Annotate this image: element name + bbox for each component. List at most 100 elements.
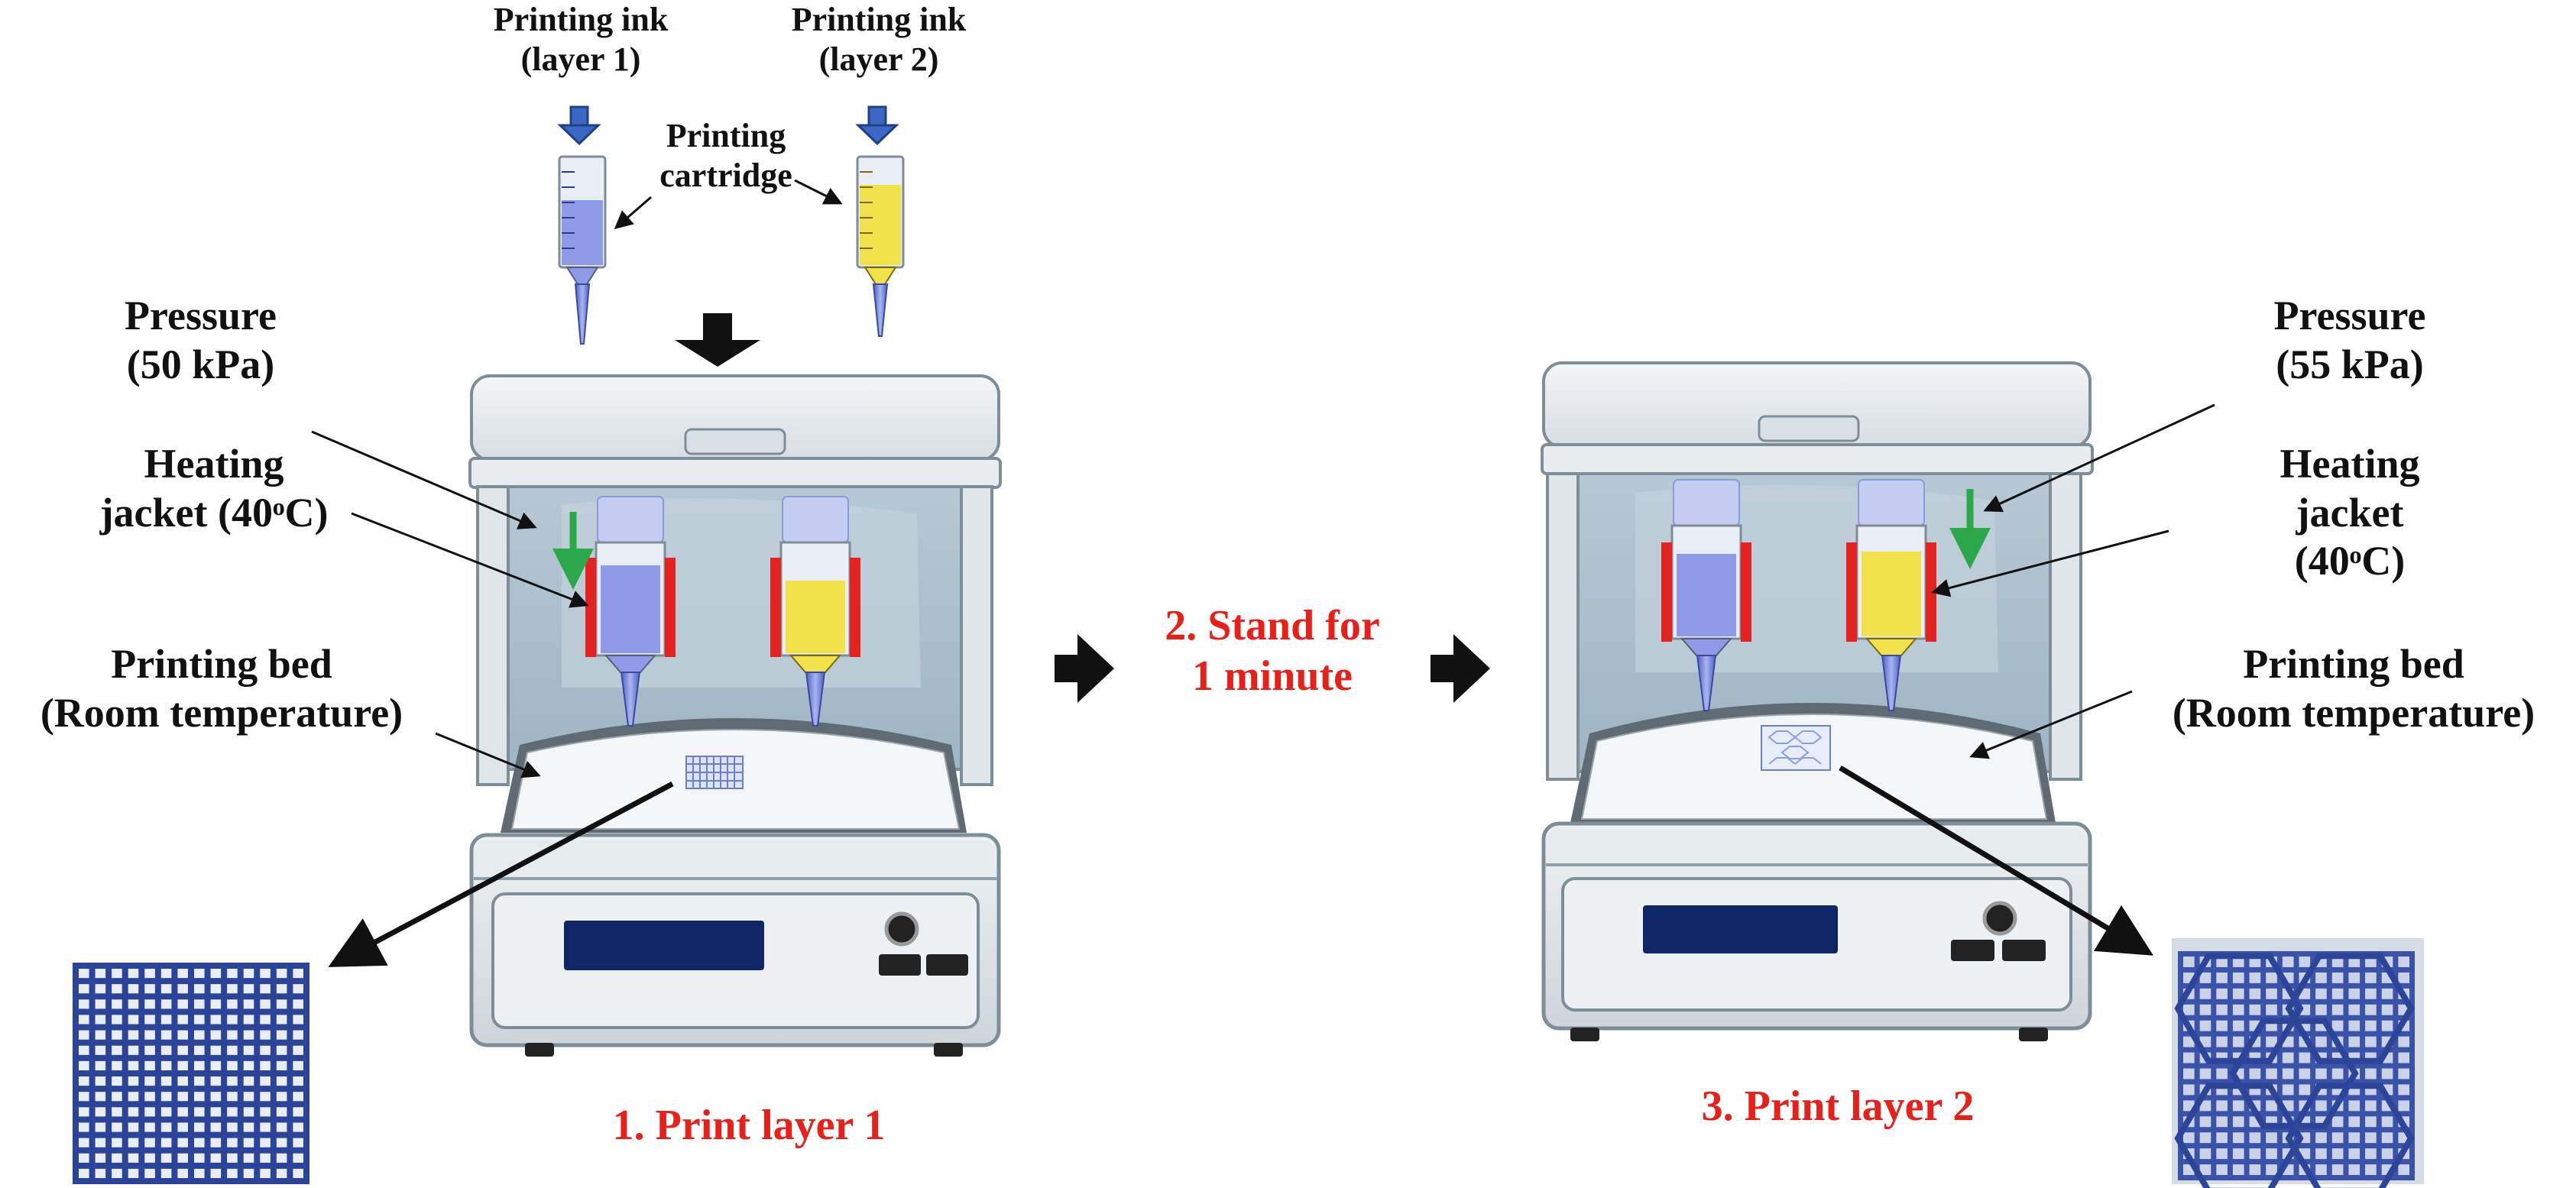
- grid-pore: [2232, 972, 2244, 983]
- grid-pore: [2315, 1036, 2327, 1047]
- grid-pore: [227, 999, 238, 1009]
- left-pressure-line2: (50 kPa): [126, 341, 275, 387]
- grid-pore: [2398, 1052, 2409, 1063]
- grid-pore: [160, 1107, 172, 1117]
- grid-pore: [2232, 1020, 2244, 1031]
- left-heating-pointer: [351, 512, 589, 608]
- grid-pore: [210, 1107, 222, 1117]
- grid-pore: [2315, 1068, 2327, 1080]
- grid-pore: [210, 1076, 222, 1086]
- grid-pore: [243, 1107, 254, 1117]
- grid-pore: [144, 999, 155, 1009]
- grid-pore: [2365, 988, 2377, 999]
- grid-pore: [112, 1092, 122, 1102]
- grid-pore: [2266, 988, 2277, 999]
- grid-pore: [293, 1122, 303, 1132]
- grid-pore: [293, 1060, 303, 1070]
- grid-pore: [2348, 1132, 2361, 1144]
- ink1-label-line1: Printing ink: [493, 1, 669, 38]
- grid-pore: [194, 1060, 205, 1070]
- grid-pore: [144, 969, 155, 979]
- grid-pore: [95, 969, 106, 979]
- grid-pore: [2183, 957, 2195, 967]
- grid-pore: [177, 1122, 188, 1132]
- hexagon-strut: [2285, 1083, 2415, 1188]
- grid-pore: [2315, 1148, 2327, 1160]
- grid-pore: [2348, 988, 2361, 999]
- grid-pore: [160, 1076, 172, 1086]
- grid-pore: [2315, 1132, 2327, 1144]
- grid-pore: [276, 969, 287, 979]
- grid-pore: [144, 1122, 155, 1132]
- grid-pore: [177, 969, 188, 979]
- grid-pore: [260, 969, 271, 979]
- grid-pore: [260, 1045, 271, 1055]
- grid-pore: [2266, 1036, 2277, 1047]
- grid-pore: [2348, 1164, 2361, 1175]
- grid-pore: [2232, 1004, 2244, 1015]
- printing-cartridge-layer2: [856, 155, 905, 337]
- grid-pore: [95, 1107, 106, 1117]
- right-zoom-arrow: [1839, 765, 2154, 956]
- grid-pore: [243, 1168, 254, 1178]
- grid-pore: [194, 1045, 205, 1055]
- grid-pore: [95, 1045, 106, 1055]
- grid-pore: [128, 1060, 139, 1070]
- grid-pore: [276, 1060, 287, 1070]
- step3-label: 3. Print layer 2: [1701, 1083, 1975, 1130]
- grid-pore: [160, 969, 172, 979]
- grid-pore: [276, 1138, 287, 1148]
- grid-pore: [227, 1076, 238, 1086]
- left-heating-line2: jacket (40ᵒC): [99, 489, 329, 536]
- process-arrow-2: [1431, 634, 1490, 703]
- grid-pore: [2381, 1148, 2393, 1160]
- grid-pore: [2381, 1132, 2393, 1144]
- grid-pore: [160, 1153, 172, 1163]
- grid-pore: [128, 1030, 139, 1040]
- control-knob-right: [1982, 901, 2017, 936]
- grid-pore: [227, 1092, 238, 1102]
- grid-pore: [144, 984, 155, 994]
- grid-pore: [227, 1107, 238, 1117]
- cartridge-label-line2: cartridge: [659, 156, 792, 194]
- grid-pore: [2199, 1068, 2211, 1080]
- grid-pore: [260, 1030, 271, 1040]
- grid-pore: [112, 1138, 122, 1148]
- grid-pore: [112, 1030, 122, 1040]
- left-bed-line2: (Room temperature): [40, 689, 403, 736]
- grid-pore: [2266, 972, 2277, 983]
- grid-pore: [227, 1030, 238, 1040]
- grid-pore: [260, 1153, 271, 1163]
- grid-pore: [112, 969, 122, 979]
- left-bed-label: Printing bed (Room temperature): [0, 640, 443, 737]
- grid-pore: [227, 984, 238, 994]
- grid-pore: [243, 984, 254, 994]
- cartridge-label-line1: Printing: [666, 117, 786, 154]
- grid-pore: [95, 1138, 106, 1148]
- grid-pore: [210, 1122, 222, 1132]
- grid-pore: [2199, 1132, 2211, 1144]
- grid-pore: [2216, 1068, 2228, 1080]
- grid-pore: [2199, 1020, 2211, 1031]
- grid-pore: [2398, 1164, 2409, 1175]
- grid-pore: [210, 1153, 222, 1163]
- grid-pore: [2348, 972, 2361, 983]
- grid-pore: [194, 1076, 205, 1086]
- grid-pore: [79, 969, 89, 979]
- grid-pore: [2299, 957, 2311, 967]
- ink2-label: Printing ink (layer 2): [787, 0, 970, 79]
- grid-pore: [260, 984, 271, 994]
- grid-pore: [2266, 1100, 2277, 1112]
- grid-pore: [177, 1092, 188, 1102]
- cartridge-label: Printing cartridge: [646, 116, 806, 196]
- grid-pore: [243, 1153, 254, 1163]
- grid-pore: [194, 1030, 205, 1040]
- grid-pore: [95, 984, 106, 994]
- grid-pore: [144, 1076, 155, 1086]
- grid-pore: [2183, 1004, 2195, 1015]
- grid-pore: [112, 1168, 122, 1178]
- grid-pore: [2216, 1116, 2228, 1128]
- grid-pore: [293, 1030, 303, 1040]
- grid-pore: [2183, 1100, 2195, 1112]
